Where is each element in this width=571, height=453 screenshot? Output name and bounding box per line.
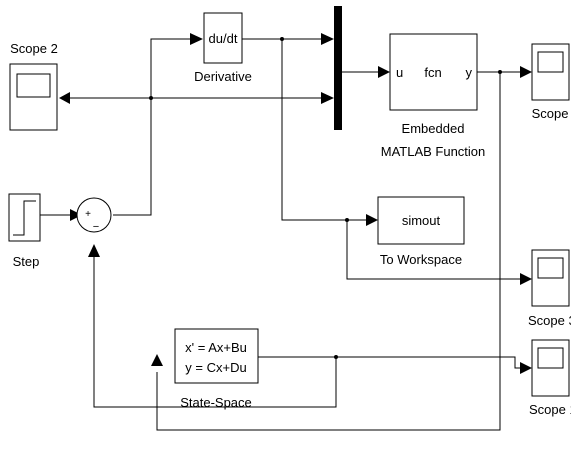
arrowhead-statespace-in (151, 354, 163, 366)
to-workspace-block[interactable]: simout To Workspace (377, 196, 465, 267)
wire-sum-to-derivative[interactable] (113, 38, 190, 216)
scope-screen-icon (537, 257, 564, 279)
scope2-label: Scope 2 (10, 41, 58, 56)
arrowhead-scope3-in (520, 273, 532, 285)
derivative-text: du/dt (209, 31, 238, 46)
embedded-label-line1: Embedded (402, 121, 465, 136)
scope-label: Scope (532, 106, 569, 121)
state-space-eq1: x' = Ax+Bu (185, 340, 247, 355)
state-space-eq2: y = Cx+Du (185, 360, 246, 375)
junction-dot (149, 96, 153, 100)
scope1-block[interactable]: Scope 1 (529, 339, 571, 417)
arrowhead-scope-in (520, 66, 532, 78)
arrowhead-mux-in2 (321, 92, 334, 104)
embedded-port-u: u (396, 65, 403, 80)
step-block[interactable]: Step (8, 193, 41, 269)
derivative-label: Derivative (194, 69, 252, 84)
wire-feedback-to-statespace[interactable] (156, 72, 501, 431)
embedded-fcn-text: fcn (424, 65, 441, 80)
scope-block[interactable]: Scope (531, 43, 570, 121)
derivative-block[interactable]: du/dt Derivative (194, 12, 252, 84)
arrowhead-derivative-in (190, 33, 203, 45)
scope1-label: Scope 1 (529, 402, 571, 417)
junction-dot (345, 218, 349, 222)
scope-screen-icon (537, 347, 564, 369)
wire-derivative-to-workspace[interactable] (281, 39, 372, 221)
embedded-matlab-function-block[interactable]: u fcn y Embedded MATLAB Function (381, 33, 486, 159)
step-label: Step (13, 254, 40, 269)
sum-block[interactable]: + − (76, 197, 112, 233)
scope-screen-icon (537, 51, 564, 73)
arrowhead-workspace-in (366, 214, 378, 226)
wire-to-scope3[interactable] (346, 220, 526, 280)
scope3-label: Scope 3 (528, 313, 571, 328)
sum-plus-sign: + (85, 209, 91, 220)
junction-dot (280, 37, 284, 41)
arrowhead-mux-in1 (321, 33, 334, 45)
signal-lines (40, 33, 532, 431)
arrowhead-sum-minus-in (88, 244, 100, 257)
embedded-label-line2: MATLAB Function (381, 144, 486, 159)
junction-dot (498, 70, 502, 74)
wire-statespace-to-sum[interactable] (93, 253, 337, 408)
wire-statespace-to-scope1[interactable] (258, 356, 526, 369)
scope-screen-icon (16, 73, 51, 98)
scope3-block[interactable]: Scope 3 (528, 249, 571, 328)
scope2-block[interactable]: Scope 2 (9, 41, 58, 131)
simout-text: simout (402, 213, 441, 228)
step-icon (13, 200, 36, 236)
mux-block[interactable] (334, 6, 342, 130)
arrowhead-sum-in (70, 209, 82, 221)
arrowhead-scope1-in (520, 362, 532, 374)
arrowhead-scope2-in (59, 92, 70, 104)
state-space-label: State-Space (180, 395, 252, 410)
junction-dot (334, 355, 338, 359)
to-workspace-label: To Workspace (380, 252, 462, 267)
state-space-block[interactable]: x' = Ax+Bu y = Cx+Du State-Space (174, 328, 259, 410)
sum-minus-sign: − (93, 221, 99, 233)
embedded-port-y: y (466, 65, 473, 80)
arrowhead-embedded-in (378, 66, 390, 78)
